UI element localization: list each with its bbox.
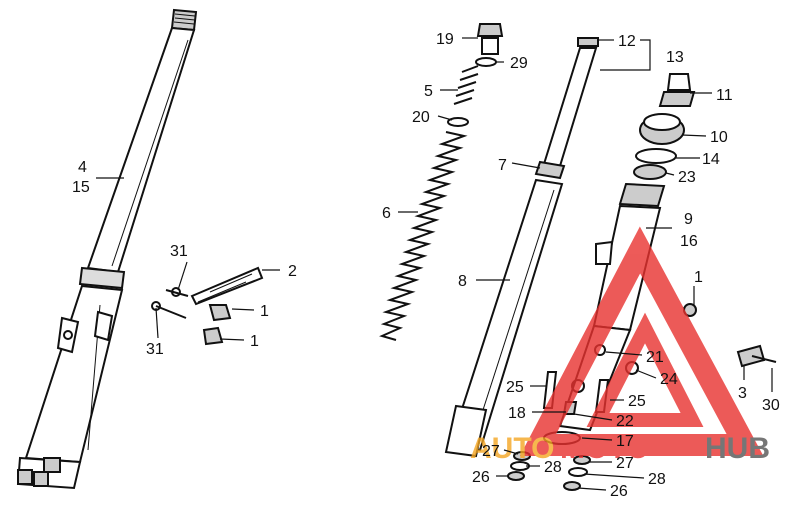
callout-23: 23 (678, 169, 696, 186)
callout-20: 20 (412, 109, 430, 126)
callout-15: 15 (72, 179, 90, 196)
callout-10: 10 (710, 129, 728, 146)
callout-4: 4 (78, 159, 87, 176)
callout-21: 21 (646, 349, 664, 366)
callout-7: 7 (498, 157, 507, 174)
watermark-moto-text: MOTO (560, 432, 649, 465)
brake-hose-clamp (151, 266, 264, 346)
callout-12: 12 (618, 33, 636, 50)
callout-26-left: 26 (472, 469, 490, 486)
callout-1-right: 1 (694, 269, 703, 286)
leader-lines (96, 37, 773, 491)
callout-6: 6 (382, 205, 391, 222)
callout-28-right: 28 (648, 471, 666, 488)
inner-fork-tube (444, 37, 599, 458)
callout-30: 30 (762, 397, 780, 414)
callout-9: 9 (684, 211, 693, 228)
assembled-fork-leg (16, 8, 198, 490)
callout-18: 18 (508, 405, 526, 422)
callout-26-right: 26 (610, 483, 628, 500)
callout-19: 19 (436, 31, 454, 48)
callout-13: 13 (666, 49, 684, 66)
fork-cap-bolt (475, 23, 504, 67)
watermark-auto-text: AUTO (470, 432, 554, 465)
callout-3: 3 (738, 385, 747, 402)
callout-25-left: 25 (506, 379, 524, 396)
watermark-hub-text: HUB (705, 432, 770, 465)
callout-1-lower: 1 (250, 333, 259, 350)
callout-17: 17 (616, 433, 634, 450)
part-callouts: 4 15 31 31 2 1 1 19 29 5 20 6 8 12 13 7 … (72, 31, 780, 500)
callout-16: 16 (680, 233, 698, 250)
callout-5: 5 (424, 83, 433, 100)
fork-top-bridge-parts (633, 73, 696, 180)
callout-28-left: 28 (544, 459, 562, 476)
callout-14: 14 (702, 151, 720, 168)
callout-8: 8 (458, 273, 467, 290)
automotohub-watermark: AUTO MOTO HUB (470, 226, 770, 465)
main-fork-spring (379, 131, 468, 341)
callout-31-bottom: 31 (146, 341, 164, 358)
callout-29: 29 (510, 55, 528, 72)
spacer-spring (447, 65, 479, 127)
callout-31-top: 31 (170, 243, 188, 260)
callout-22: 22 (616, 413, 634, 430)
callout-27-right: 27 (616, 455, 634, 472)
callout-27-left: 27 (482, 443, 500, 460)
callout-2: 2 (288, 263, 297, 280)
callout-24: 24 (660, 371, 678, 388)
callout-25-right: 25 (628, 393, 646, 410)
callout-1-upper: 1 (260, 303, 269, 320)
callout-11: 11 (716, 87, 733, 104)
